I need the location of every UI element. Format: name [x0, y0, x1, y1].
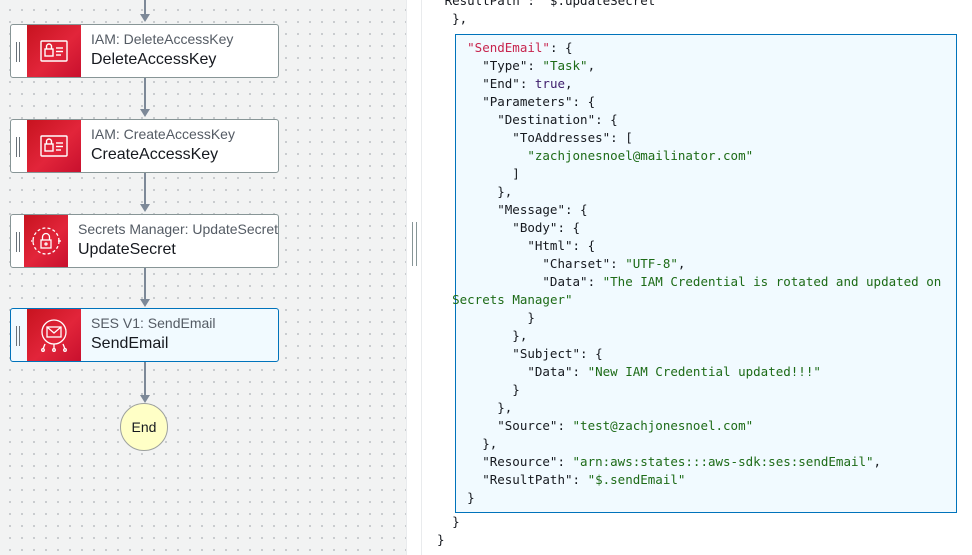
connector-arrow: [140, 14, 150, 22]
code-line: "ResultPath": "$.sendEmail": [422, 472, 686, 487]
state-update-secret[interactable]: Secrets Manager: UpdateSecret UpdateSecr…: [10, 214, 279, 268]
secrets-manager-icon: [24, 215, 68, 267]
connector-line: [144, 362, 146, 395]
code-line: "Html": {: [422, 238, 596, 253]
code-line: ]: [422, 166, 520, 181]
code-line: Secrets Manager": [452, 292, 573, 307]
drag-handle[interactable]: [11, 309, 27, 361]
end-label: End: [131, 419, 157, 435]
state-name: SendEmail: [91, 335, 169, 352]
connector-line: [144, 268, 146, 299]
state-name: DeleteAccessKey: [91, 51, 217, 68]
code-line: }: [422, 514, 460, 529]
drag-handle[interactable]: [11, 25, 27, 77]
code-line: }: [422, 382, 520, 397]
code-line: "ToAddresses": [: [422, 130, 633, 145]
connector-line: [144, 78, 146, 109]
connector-arrow: [140, 204, 150, 212]
workflow-canvas[interactable]: IAM: DeleteAccessKey DeleteAccessKey IAM…: [0, 0, 406, 555]
state-create-access-key[interactable]: IAM: CreateAccessKey CreateAccessKey: [10, 119, 279, 173]
iam-access-key-icon: [27, 120, 81, 172]
state-service-action: IAM: DeleteAccessKey: [91, 31, 234, 47]
code-line: "Body": {: [422, 220, 581, 235]
code-line: "Data": "The IAM Credential is rotated a…: [422, 274, 942, 289]
drag-handle[interactable]: [11, 120, 27, 172]
code-line: "Source": "test@zachjonesnoel.com": [422, 418, 754, 433]
code-line: "Charset": "UTF-8",: [422, 256, 686, 271]
panel-splitter[interactable]: [406, 0, 422, 555]
code-line: "Resource": "arn:aws:states:::aws-sdk:se…: [422, 454, 882, 469]
state-name: CreateAccessKey: [91, 146, 219, 163]
state-name: UpdateSecret: [78, 241, 176, 258]
state-send-email[interactable]: SES V1: SendEmail SendEmail: [10, 308, 279, 362]
state-delete-access-key[interactable]: IAM: DeleteAccessKey DeleteAccessKey: [10, 24, 279, 78]
code-line: "Type": "Task",: [422, 58, 596, 73]
state-service-action: IAM: CreateAccessKey: [91, 126, 235, 142]
selected-state-highlight: [455, 34, 957, 513]
code-line: },: [422, 328, 528, 343]
definition-code-panel[interactable]: "ResultPath": "$.updateSecret" }, "SendE…: [422, 0, 972, 555]
iam-access-key-icon: [27, 25, 81, 77]
connector-arrow: [140, 299, 150, 307]
code-line: "ResultPath": "$.updateSecret": [422, 0, 663, 8]
code-line: "SendEmail": {: [467, 40, 573, 55]
code-line: "Destination": {: [422, 112, 618, 127]
code-line: "Subject": {: [422, 346, 603, 361]
code-line: },: [422, 184, 513, 199]
end-node[interactable]: End: [120, 403, 168, 451]
code-line: "zachjonesnoel@mailinator.com": [527, 148, 754, 163]
drag-handle[interactable]: [11, 215, 24, 267]
code-line: }: [422, 310, 535, 325]
code-line: "Parameters": {: [422, 94, 596, 109]
ses-email-icon: [27, 309, 81, 361]
code-line: }: [422, 532, 445, 547]
code-line: "Message": {: [422, 202, 588, 217]
code-line: "Data": "New IAM Credential updated!!!": [422, 364, 821, 379]
connector-line: [144, 173, 146, 204]
code-line: "End": true,: [422, 76, 573, 91]
connector-arrow: [140, 109, 150, 117]
code-line: }: [422, 490, 475, 505]
code-line: },: [422, 400, 513, 415]
splitter-handle-icon[interactable]: [412, 222, 418, 266]
connector-arrow: [140, 395, 150, 403]
connector-line: [144, 0, 146, 14]
code-line: },: [422, 436, 498, 451]
state-service-action: SES V1: SendEmail: [91, 315, 216, 331]
state-service-action: Secrets Manager: UpdateSecret: [78, 221, 278, 237]
code-line: },: [452, 11, 468, 26]
